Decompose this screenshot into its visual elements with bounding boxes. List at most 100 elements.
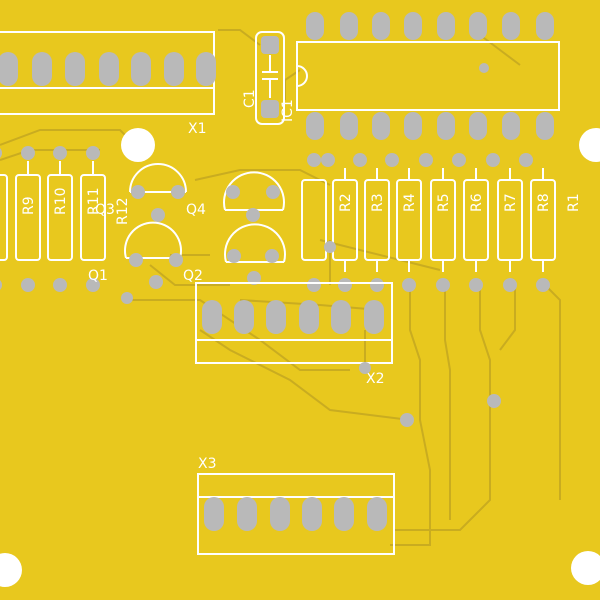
x2-outline: [195, 282, 393, 364]
via: [324, 241, 336, 253]
x2-pins: [202, 300, 384, 334]
q3-pad: [151, 208, 165, 222]
resistor-pad: [419, 153, 433, 167]
ic1-pin: [306, 12, 324, 40]
resistor-pad: [452, 153, 466, 167]
label-x1: X1: [188, 121, 207, 137]
label-r10: R10: [53, 187, 69, 215]
x1-pin: [164, 52, 184, 86]
x3-pin: [237, 497, 257, 531]
q4-pad: [226, 185, 240, 199]
q2-pad: [247, 271, 261, 285]
x2-pin: [266, 300, 286, 334]
x2-pin: [331, 300, 351, 334]
label-r11: R11: [86, 187, 102, 215]
label-c1: C1: [242, 89, 258, 108]
connector-x2: X2: [195, 282, 393, 387]
via: [359, 362, 371, 374]
resistor-pad: [486, 153, 500, 167]
x3-pin: [204, 497, 224, 531]
connector-x3: X3: [197, 456, 395, 555]
q3-pad: [131, 185, 145, 199]
vias: [121, 63, 501, 427]
transistor-q2: Q2: [183, 223, 286, 285]
resistor-pad: [385, 153, 399, 167]
via: [479, 63, 489, 73]
resistor-pad: [21, 278, 35, 292]
label-r5: R5: [436, 193, 452, 212]
resistor-bank-left: R9 R10 R11 R12: [0, 146, 131, 292]
resistor-pad: [469, 278, 483, 292]
ic1-pin: [372, 112, 390, 140]
label-r12: R12: [115, 197, 131, 225]
resistor-pad: [86, 146, 100, 160]
resistor-pad: [338, 278, 352, 292]
x3-pins: [204, 497, 387, 531]
ic1-outline: [296, 41, 560, 111]
connector-x1: X1: [0, 31, 216, 137]
mounting-hole: [121, 128, 155, 162]
resistor-pad: [53, 278, 67, 292]
ic1-pin: [536, 112, 554, 140]
resistor-pad: [353, 153, 367, 167]
ic1-pin: [502, 12, 520, 40]
q4-outline: [223, 171, 285, 211]
capacitor-c1: C1: [242, 31, 285, 125]
q2-pad: [227, 249, 241, 263]
label-r7: R7: [503, 193, 519, 212]
label-ic1: IC1: [280, 99, 296, 122]
resistor-body: [301, 179, 327, 261]
resistor-pad: [0, 148, 2, 158]
x2-pin: [202, 300, 222, 334]
resistor-pad: [503, 278, 517, 292]
mounting-hole: [579, 128, 600, 162]
label-r2: R2: [338, 193, 354, 212]
label-q3: Q3: [95, 202, 115, 218]
resistor-pad: [0, 280, 2, 290]
ic1-pin: [306, 112, 324, 140]
ic1-pin: [437, 112, 455, 140]
q1-outline: [124, 221, 182, 259]
x3-pin: [334, 497, 354, 531]
via: [400, 413, 414, 427]
ic-ic1: IC1: [280, 12, 560, 140]
q4-pad: [266, 185, 280, 199]
label-q4: Q4: [186, 202, 206, 218]
label-x2: X2: [366, 371, 385, 387]
ic1-pin: [340, 112, 358, 140]
c1-pad: [261, 36, 279, 54]
label-r9: R9: [21, 196, 37, 215]
ic1-pin: [404, 112, 422, 140]
label-r6: R6: [469, 193, 485, 212]
resistor-pad: [307, 278, 321, 292]
q1-pad: [129, 253, 143, 267]
transistor-q3: Q3: [95, 163, 187, 222]
x3-pin: [270, 497, 290, 531]
resistor-pad: [370, 278, 384, 292]
mounting-holes: [0, 128, 600, 587]
q3-pad: [171, 185, 185, 199]
resistor-pad: [307, 153, 321, 167]
x3-pin: [367, 497, 387, 531]
q3-outline: [129, 163, 187, 193]
ic1-pin: [536, 12, 554, 40]
x2-pin: [234, 300, 254, 334]
label-x3: X3: [198, 456, 217, 472]
x1-pin: [196, 52, 216, 86]
transistor-q4: Q4: [186, 171, 285, 222]
ic1-notch: [296, 65, 308, 87]
x1-pin: [65, 52, 85, 86]
label-r1: R1: [566, 193, 582, 212]
via: [487, 394, 501, 408]
label-r8: R8: [536, 193, 552, 212]
q2-outline: [224, 223, 286, 263]
resistor-pad: [21, 146, 35, 160]
resistor-pad: [402, 278, 416, 292]
label-q1: Q1: [88, 268, 108, 284]
ic1-pin: [404, 12, 422, 40]
resistor-pad: [321, 153, 335, 167]
ic1-pin: [437, 12, 455, 40]
x2-pin: [364, 300, 384, 334]
